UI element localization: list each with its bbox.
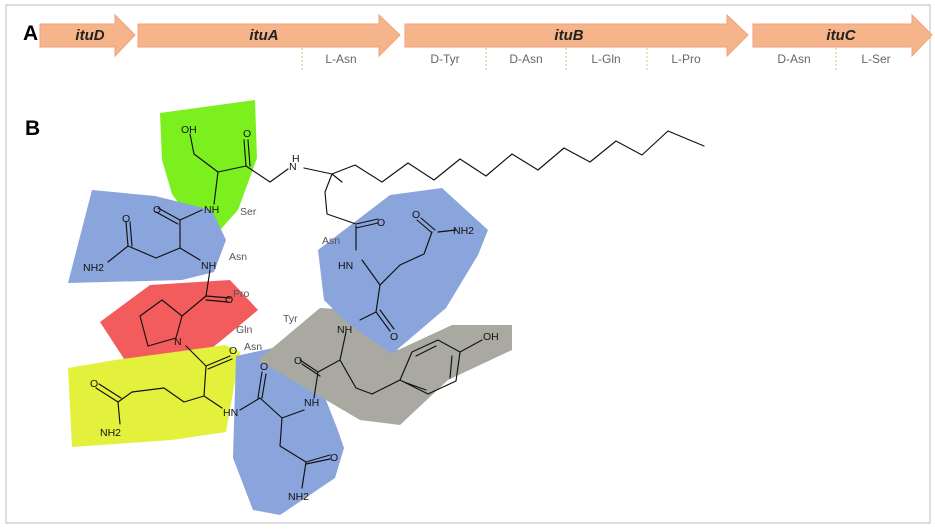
atom-labels: OH O N H NH O O NH2 NH O N O O NH2 HN O … (83, 124, 499, 503)
fatty-acid-chain (331, 130, 705, 183)
atom-label-o-4: O (225, 294, 233, 306)
module-label-5: L-Pro (671, 52, 701, 66)
gene-label-itua: ituA (249, 27, 278, 44)
gene-label-itud: ituD (75, 27, 104, 44)
highlight-gln (68, 345, 240, 447)
residue-label-ser: Ser (240, 206, 257, 218)
residue-highlights (68, 100, 512, 515)
gene-label-ituc: ituC (826, 27, 856, 44)
residue-label-asn-3: Asn (322, 235, 340, 247)
module-label-6: D-Asn (777, 52, 810, 66)
atom-label-o-6: O (90, 378, 98, 390)
gene-arrow-itua (137, 13, 401, 58)
atom-label-o-8: O (330, 452, 338, 464)
residue-label-asn-2: Asn (244, 341, 262, 353)
residue-labels: Ser Asn Pro Gln Asn Tyr Asn (229, 206, 340, 353)
atom-label-oh-1: OH (181, 124, 197, 136)
atom-label-n-pro: N (174, 336, 182, 348)
atom-label-n-h: N (289, 161, 297, 173)
gene-arrow-itub (404, 13, 749, 58)
atom-label-o-5: O (229, 345, 237, 357)
structure-bonds (95, 130, 705, 489)
atom-label-oh-2: OH (483, 331, 499, 343)
residue-label-gln: Gln (236, 324, 253, 336)
module-label-2: D-Tyr (430, 52, 459, 66)
module-dividers (301, 48, 837, 72)
atom-label-nh2-4: NH2 (453, 225, 474, 237)
atom-label-o-9: O (294, 355, 302, 367)
atom-label-hn-1: HN (223, 407, 238, 419)
highlight-asn-3 (318, 188, 488, 354)
atom-label-nh2-1: NH2 (83, 262, 104, 274)
residue-label-tyr: Tyr (283, 313, 298, 325)
panel-label-a: A (23, 22, 38, 45)
atom-label-o-10: O (390, 331, 398, 343)
module-label-1: L-Asn (325, 52, 356, 66)
residue-label-pro: Pro (233, 288, 250, 300)
highlight-asn-1 (68, 190, 226, 283)
atom-label-o-7: O (260, 361, 268, 373)
atom-label-nh-3: NH (304, 397, 319, 409)
module-label-4: L-Gln (591, 52, 620, 66)
gene-cluster: ituD ituA ituB ituC L-Asn D-Tyr D-Asn L-… (39, 13, 933, 72)
module-label-7: L-Ser (861, 52, 890, 66)
atom-label-nh2-3: NH2 (288, 491, 309, 503)
atom-label-nh-4: NH (337, 324, 352, 336)
gene-arrow-itud (39, 13, 136, 58)
atom-label-h: H (292, 153, 300, 165)
atom-label-o-12: O (412, 209, 420, 221)
highlight-tyr (258, 308, 512, 425)
gene-label-itub: ituB (554, 27, 583, 44)
atom-label-o-11: O (377, 217, 385, 229)
module-label-3: D-Asn (509, 52, 542, 66)
atom-label-o-2: O (153, 204, 161, 216)
panel-label-b: B (25, 117, 40, 140)
gene-arrow-ituc (752, 13, 933, 58)
atom-label-nh2-2: NH2 (100, 427, 121, 439)
atom-label-hn-2: HN (338, 260, 353, 272)
residue-label-asn-1: Asn (229, 251, 247, 263)
atom-label-o-3: O (122, 213, 130, 225)
atom-label-o-1: O (243, 128, 251, 140)
atom-label-nh-2: NH (201, 260, 216, 272)
atom-label-nh-1: NH (204, 204, 219, 216)
